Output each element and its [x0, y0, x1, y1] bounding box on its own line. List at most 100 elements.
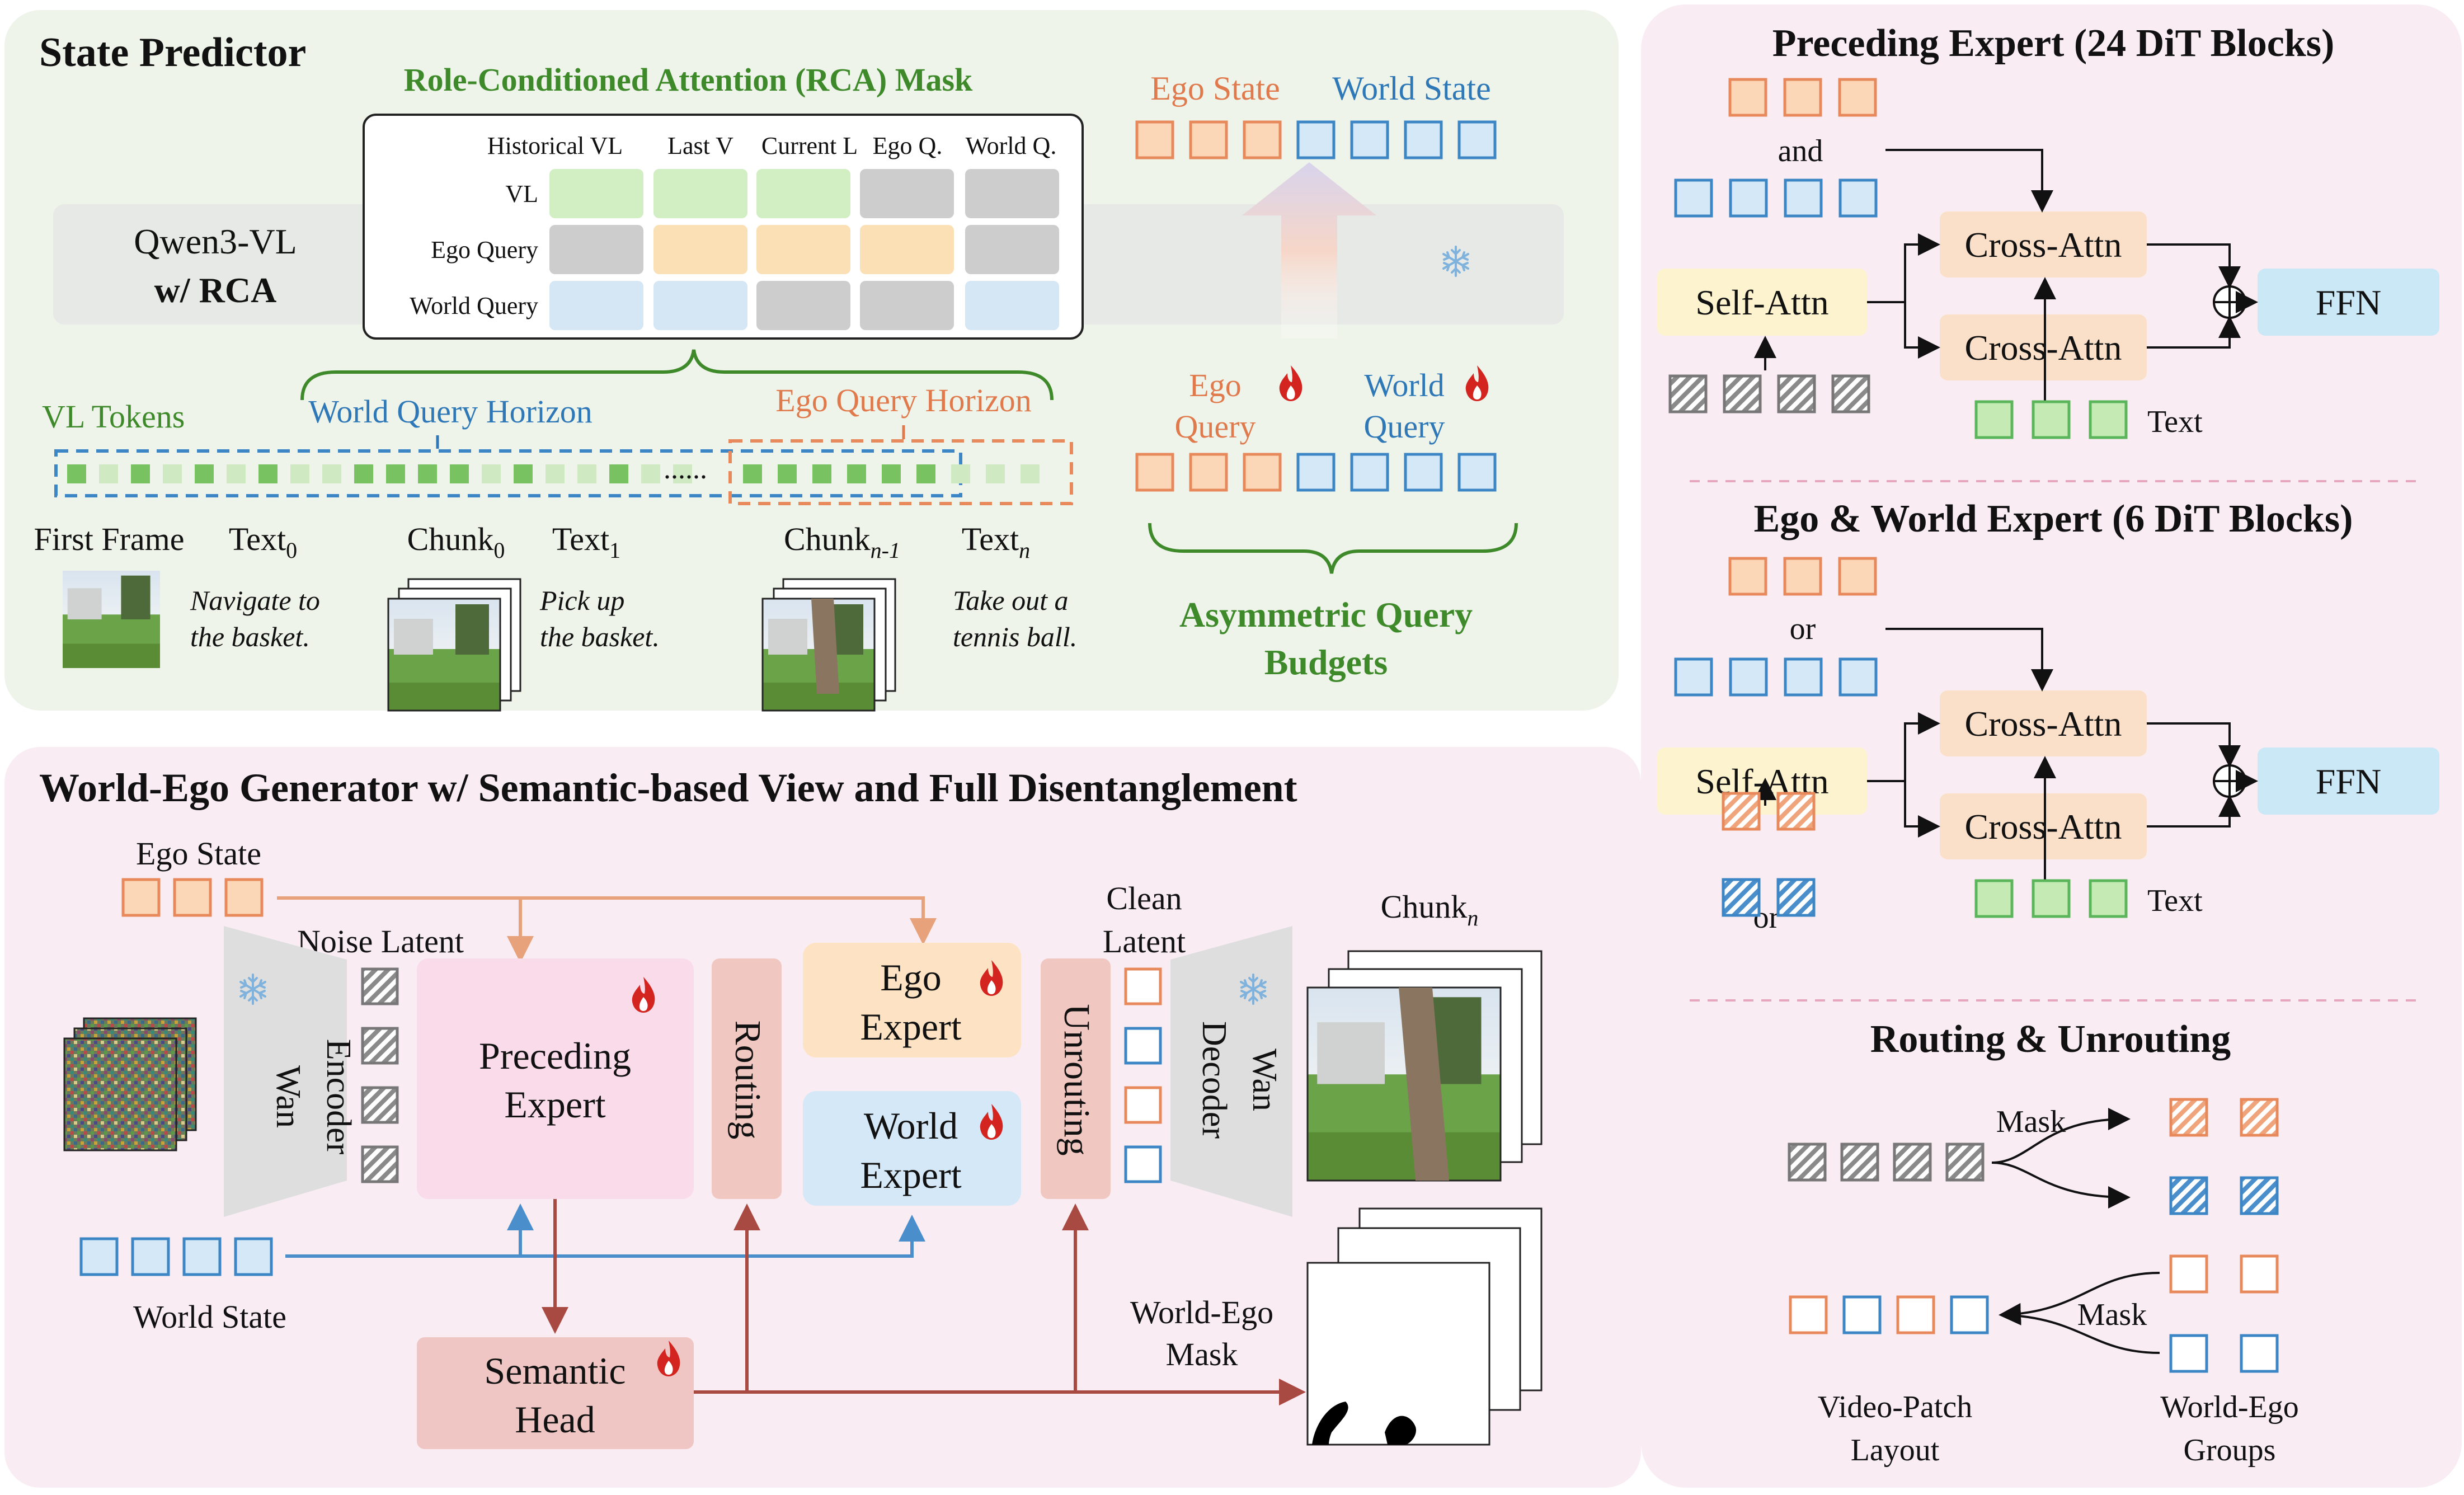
ffn-box — [2258, 748, 2439, 815]
condition-world-token — [1729, 657, 1768, 697]
output-chunk-frames — [1306, 950, 1543, 1182]
query-token — [1189, 453, 1228, 492]
gen-world-state-token — [182, 1237, 222, 1276]
text1-label: Text1 — [552, 521, 620, 563]
rca-col-ego-q: Ego Q. — [873, 132, 943, 159]
routing-input-token — [1945, 1143, 1985, 1182]
instruction-1-l2: the basket. — [190, 621, 310, 652]
budgets-label-l2: Budgets — [1264, 642, 1388, 682]
cross-attn-top-box — [1940, 690, 2147, 756]
ego-query-label-l1: Ego — [1189, 367, 1241, 403]
world-expert-box — [803, 1091, 1021, 1206]
state-predictor-title: State Predictor — [39, 30, 306, 76]
predicted-state-token — [1457, 120, 1497, 159]
preceding-expert-l1: Preceding — [479, 1035, 631, 1077]
world-expert-l1: World — [864, 1104, 958, 1147]
query-token — [1243, 453, 1282, 492]
vl-token — [673, 464, 692, 483]
rca-row-ego-query: Ego Query — [431, 236, 538, 264]
query-token — [1457, 453, 1497, 492]
condition-ego-token — [1838, 557, 1877, 596]
instruction-3-l2: tennis ball. — [953, 621, 1077, 652]
wan-decoder-label: WanDecoder — [1195, 1021, 1283, 1139]
chunk0-sub: 0 — [493, 538, 505, 563]
noise-latent-label: Noise Latent — [297, 923, 464, 960]
gen-ego-state-token — [224, 878, 264, 917]
vl-token — [882, 464, 901, 483]
rca-col-last-v: Last V — [667, 132, 733, 159]
semantic-head-l2: Head — [515, 1398, 595, 1441]
ego-world-or-label: or — [1790, 612, 1816, 646]
noise-latent-token — [361, 967, 399, 1005]
routing-world-output-token — [2169, 1176, 2208, 1215]
predicted-state-token — [1404, 120, 1443, 159]
vl-token — [641, 464, 660, 483]
text-token — [1974, 879, 2014, 918]
predicted-world-state-label: World State — [1332, 70, 1490, 107]
condition-world-token — [1838, 178, 1878, 218]
vl-token — [450, 464, 469, 483]
rca-mask-cell — [756, 281, 850, 330]
rca-mask-cell — [965, 281, 1059, 330]
first-frame-image — [63, 571, 160, 668]
condition-world-token — [1674, 178, 1713, 218]
vl-token — [482, 464, 501, 483]
instruction-2-l2: the basket. — [540, 621, 660, 652]
chunk-n-sub: n — [1467, 905, 1478, 930]
vl-token — [418, 464, 437, 483]
vl-token — [322, 464, 341, 483]
text-token — [2032, 879, 2071, 918]
textn-label: Textn — [962, 521, 1030, 563]
world-ego-mask-l1: World-Ego — [1130, 1294, 1273, 1331]
routing-world-output-token — [2240, 1176, 2279, 1215]
vl-token — [195, 464, 214, 483]
cross-attn-top-label: Cross-Attn — [1965, 704, 2122, 744]
predicted-ego-state-label: Ego State — [1150, 70, 1280, 107]
text0-main: Text — [229, 521, 286, 557]
query-token — [1135, 453, 1174, 492]
chunk-n-label: Chunkn — [1381, 888, 1479, 930]
rca-mask-cells — [549, 169, 1059, 330]
noise-latent-token — [361, 1145, 399, 1183]
clean-latent-token — [1124, 1027, 1162, 1065]
vl-token — [986, 464, 1005, 483]
cross-attn-top-box — [1940, 211, 2147, 278]
vl-token — [290, 464, 309, 483]
vl-token — [227, 464, 246, 483]
noise-latent-token — [361, 1027, 399, 1065]
self-to-cross-bottom — [1904, 781, 1940, 838]
text1-main: Text — [552, 521, 609, 557]
condition-world-token — [1838, 657, 1878, 697]
vl-token — [163, 464, 182, 483]
world-expert-l2: Expert — [860, 1154, 961, 1196]
rca-title: Role-Conditioned Attention (RCA) Mask — [404, 62, 973, 98]
rca-column-headers: Historical VL Last V Current L Ego Q. Wo… — [487, 132, 1057, 159]
chunkn1-main: Chunk — [784, 521, 871, 557]
ego-latent-token — [1722, 792, 1761, 831]
routing-split-top — [1991, 1108, 2131, 1164]
latent-token — [1831, 374, 1870, 413]
vl-token-row — [67, 464, 1040, 483]
ego-query-horizon-box — [728, 439, 1073, 505]
predicted-state-token — [1135, 120, 1174, 159]
rca-col-historical-vl: Historical VL — [487, 132, 623, 159]
condition-world-token — [1784, 178, 1823, 218]
right-panel-tokens — [1668, 78, 2279, 1373]
world-query-label-l1: World — [1364, 367, 1445, 403]
video-patch-layout-token — [1842, 1295, 1882, 1334]
condition-ego-token — [1728, 78, 1767, 117]
clean-latent-l2: Latent — [1103, 923, 1186, 960]
predicted-state-token — [1243, 120, 1282, 159]
noise-latent-tokens — [361, 967, 399, 1183]
vl-token — [609, 464, 628, 483]
unrouting-merge-top — [1999, 1272, 2160, 1325]
routing-box — [712, 958, 782, 1199]
rca-mask-cell — [860, 225, 954, 274]
latent-token — [1777, 374, 1816, 413]
ffn-label: FFN — [2316, 283, 2381, 322]
self-attn-label: Self-Attn — [1695, 283, 1828, 322]
world-latent-token — [1776, 878, 1816, 917]
gen-world-state-token — [79, 1237, 119, 1276]
textn-main: Text — [962, 521, 1019, 557]
